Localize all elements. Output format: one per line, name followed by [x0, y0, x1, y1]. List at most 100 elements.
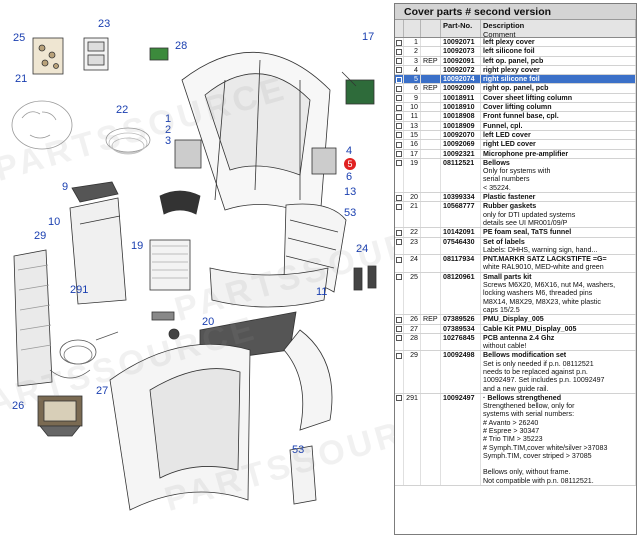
row-description: Funnel, cpl. — [481, 121, 636, 130]
table-row[interactable]: 17 10092321 Microphone pre-amplifier — [395, 149, 636, 159]
table-row[interactable]: 26 REP 07389526 PMU_Display_005 — [395, 315, 636, 325]
part-10-lifting-column — [69, 197, 127, 305]
row-part-no: 10018909 — [441, 121, 481, 130]
row-select[interactable] — [395, 333, 404, 351]
table-row[interactable]: 24 08117934 PNT.MARKR SATZ LACKSTIFTE =G… — [395, 255, 636, 273]
part-28-pcb-antenna — [149, 47, 169, 61]
checkbox-icon[interactable] — [396, 203, 402, 210]
table-row[interactable]: 28 10276845 PCB antenna 2.4 Ghz without … — [395, 333, 636, 352]
parts-list-panel: Cover parts # second version Part-No. De… — [394, 3, 637, 535]
row-description-main: right silicone foil — [483, 75, 540, 84]
checkbox-icon[interactable] — [396, 132, 402, 139]
row-select[interactable] — [395, 103, 404, 112]
row-select[interactable] — [395, 38, 404, 47]
row-part-no: 08117934 — [441, 255, 481, 272]
row-select[interactable] — [395, 202, 404, 228]
checkbox-icon[interactable] — [396, 274, 402, 281]
table-row[interactable]: 5 10092074 right silicone foil — [395, 75, 636, 85]
table-row[interactable]: 1 10092071 left plexy cover — [395, 38, 636, 48]
row-select[interactable] — [395, 149, 404, 158]
row-select[interactable] — [395, 237, 404, 255]
row-select[interactable] — [395, 315, 404, 324]
row-select[interactable] — [395, 56, 404, 65]
row-description: Front funnel base, cpl. — [481, 112, 636, 121]
row-select[interactable] — [395, 93, 404, 103]
checkbox-icon[interactable] — [396, 48, 402, 55]
row-select[interactable] — [395, 140, 404, 149]
checkbox-icon[interactable] — [396, 95, 402, 102]
header-part-no[interactable]: Part-No. — [441, 20, 481, 37]
row-description-main: PCB antenna 2.4 Ghz — [483, 333, 555, 342]
part-1-3-left-panel — [174, 139, 202, 169]
table-row[interactable]: 4 10092072 right plexy cover — [395, 65, 636, 76]
row-select[interactable] — [395, 130, 404, 140]
row-description-detail: 10092497. Set includes p.n. 10092497 — [483, 376, 605, 385]
row-select[interactable] — [395, 65, 404, 75]
table-row[interactable]: 16 10092069 right LED cover — [395, 140, 636, 150]
checkbox-icon[interactable] — [396, 67, 402, 74]
table-row[interactable]: 291 10092497 · Bellows strengthened Stre… — [395, 393, 636, 486]
row-select[interactable] — [395, 158, 404, 193]
checkbox-icon[interactable] — [396, 326, 402, 332]
table-row[interactable]: 19 08112521 Bellows Only for systems wit… — [395, 158, 636, 194]
row-select[interactable] — [395, 47, 404, 56]
part-21-gaskets — [11, 100, 73, 150]
checkbox-icon[interactable] — [396, 151, 402, 158]
callout-19: 19 — [131, 240, 144, 252]
table-row[interactable]: 13 10018909 Funnel, cpl. — [395, 121, 636, 131]
row-num: 23 — [404, 237, 421, 255]
header-rep — [421, 20, 441, 37]
table-row[interactable]: 20 10399334 Plastic fastener — [395, 193, 636, 203]
row-select[interactable] — [395, 351, 404, 393]
checkbox-icon[interactable] — [396, 113, 402, 120]
row-select[interactable] — [395, 84, 404, 93]
callout-17: 17 — [362, 31, 375, 43]
row-select[interactable] — [395, 121, 404, 130]
row-num: 19 — [404, 158, 421, 193]
table-row[interactable]: 25 08120961 Small parts kit Screws M6X20… — [395, 272, 636, 316]
table-row[interactable]: 21 10568777 Rubber gaskets only for DTI … — [395, 202, 636, 229]
row-description-detail: systems with serial numbers: — [483, 410, 575, 419]
table-row[interactable]: 11 10018908 Front funnel base, cpl. — [395, 112, 636, 122]
checkbox-icon[interactable] — [396, 160, 402, 167]
row-select[interactable] — [395, 75, 404, 84]
table-row[interactable]: 9 10018911 Cover sheet lifting column — [395, 93, 636, 104]
row-description-main: Small parts kit — [483, 272, 532, 281]
checkbox-icon[interactable] — [396, 141, 402, 148]
checkbox-icon[interactable] — [396, 395, 402, 402]
checkbox-icon[interactable] — [396, 123, 402, 130]
header-select — [395, 20, 404, 37]
checkbox-icon[interactable] — [396, 229, 402, 236]
table-row[interactable]: 27 07389534 Cable Kit PMU_Display_005 — [395, 324, 636, 334]
checkbox-icon[interactable] — [396, 256, 402, 263]
panel-title: Cover parts # second version — [395, 4, 636, 20]
row-select[interactable] — [395, 112, 404, 121]
checkbox-icon[interactable] — [396, 39, 402, 46]
table-row[interactable]: 15 10092070 left LED cover — [395, 130, 636, 141]
checkbox-icon[interactable] — [396, 76, 402, 83]
row-select[interactable] — [395, 255, 404, 272]
table-row[interactable]: 10 10018910 Cover lifting column — [395, 103, 636, 113]
checkbox-icon[interactable] — [396, 104, 402, 111]
table-row[interactable]: 2 10092073 left silicone foil — [395, 47, 636, 57]
row-select[interactable] — [395, 272, 404, 315]
callout-5-highlighted: 5 — [344, 158, 356, 170]
checkbox-icon[interactable] — [396, 85, 402, 92]
row-select[interactable] — [395, 393, 404, 485]
table-row[interactable]: 6 REP 10092090 right op. panel, pcb — [395, 84, 636, 94]
checkbox-icon[interactable] — [396, 58, 402, 65]
header-description[interactable]: Description Comment — [481, 20, 636, 39]
row-select[interactable] — [395, 228, 404, 237]
row-part-no: 10568777 — [441, 202, 481, 228]
checkbox-icon[interactable] — [396, 352, 402, 359]
checkbox-icon[interactable] — [396, 239, 402, 246]
checkbox-icon[interactable] — [396, 194, 402, 201]
row-select[interactable] — [395, 324, 404, 333]
table-row[interactable]: 23 07546430 Set of labels Labels: DHHS, … — [395, 237, 636, 256]
checkbox-icon[interactable] — [396, 316, 402, 323]
checkbox-icon[interactable] — [396, 335, 402, 342]
table-row[interactable]: 22 10142091 PE foam seal, TaTS funnel — [395, 228, 636, 238]
table-row[interactable]: 29 10092498 Bellows modification set Set… — [395, 351, 636, 394]
table-row[interactable]: 3 REP 10092091 left op. panel, pcb — [395, 56, 636, 66]
row-select[interactable] — [395, 193, 404, 202]
